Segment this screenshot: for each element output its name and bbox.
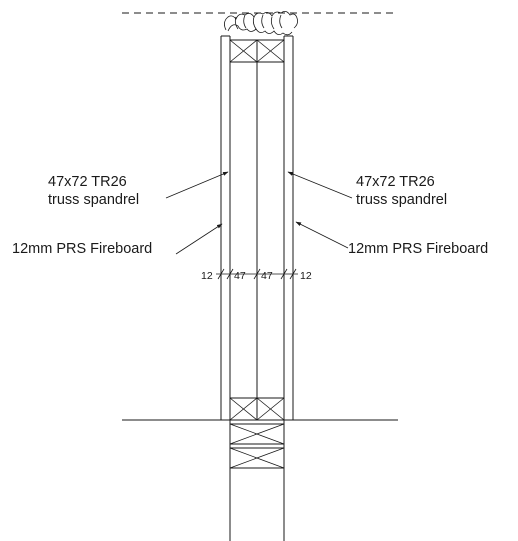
foundation-blocks [229,420,285,541]
wall-layers [220,35,294,420]
left-member-label-line1: 47x72 TR26 [48,174,127,190]
dim-left-board: 12 [201,270,213,282]
left-member-label-line2: truss spandrel [48,192,139,208]
dimension-string: 12 47 47 47 12 [201,268,312,282]
left-board-label: 12mm PRS Fireboard [12,241,152,257]
dim-stud-2: 47 [261,270,273,282]
dim-stud-1: 47 [234,270,246,282]
right-member-label-line1: 47x72 TR26 [356,174,435,190]
leader-lines [165,171,353,255]
dim-right-board: 12 [300,270,312,282]
right-member-label-line2: truss spandrel [356,192,447,208]
bottom-plate-blocks [229,397,285,421]
right-board-label: 12mm PRS Fireboard [348,241,488,257]
insulation-scallops [224,11,298,36]
